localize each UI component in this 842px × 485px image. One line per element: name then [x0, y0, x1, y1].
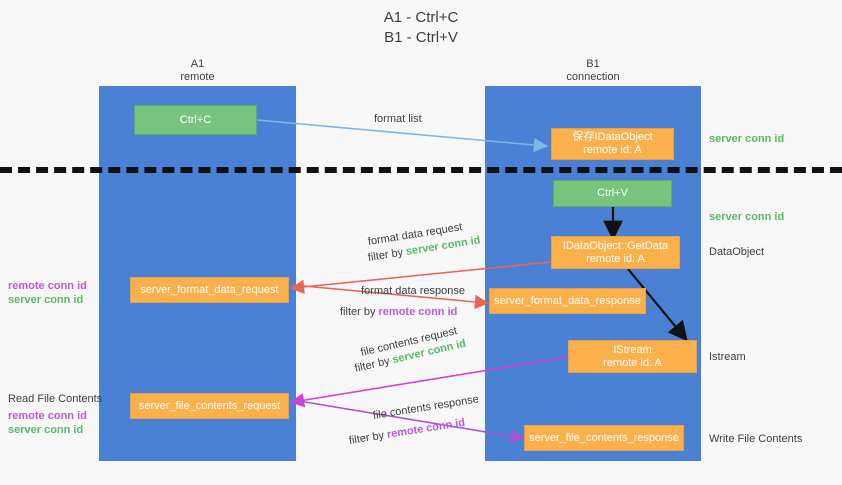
edge-label-format-response-filter-group: filter by remote conn id	[340, 305, 457, 319]
edge-label-file-request-filter-prefix: filter by	[353, 354, 394, 375]
label-write-file-contents: Write File Contents	[709, 433, 803, 445]
label-server-conn-id-top: server conn id	[709, 133, 785, 145]
edge-label-file-response-filter-prefix: filter by	[348, 429, 388, 447]
node-server-format-data-response[interactable]: server_format_data_response	[489, 288, 646, 314]
label-format-server-conn-id: server conn id	[8, 294, 84, 306]
lane-header-b1: B1 connection	[566, 58, 620, 83]
page-title: A1 - Ctrl+C B1 - Ctrl+V	[383, 9, 459, 46]
edge-label-format-list: format list	[374, 113, 422, 125]
node-server-file-contents-request[interactable]: server_file_contents_request	[130, 393, 289, 419]
node-save-idataobject[interactable]: 保存IDataObject remote id: A	[551, 128, 674, 160]
node-idataobject-getdata[interactable]: IDataObject::GetData remote id: A	[551, 236, 680, 269]
node-server-format-data-request[interactable]: server_format_data_request	[130, 277, 289, 303]
node-ctrl-c[interactable]: Ctrl+C	[134, 105, 257, 135]
node-server-file-contents-response[interactable]: server_file_contents_response	[524, 425, 684, 451]
label-dataobject: DataObject	[709, 246, 765, 258]
label-file-server-conn-id: server conn id	[8, 424, 84, 436]
edge-label-format-response-filter-prefix: filter by	[340, 306, 379, 318]
label-format-remote-conn-id: remote conn id	[8, 280, 87, 292]
edge-label-format-response-filter-key: remote conn id	[378, 306, 458, 318]
edge-label-file-response-filter-group: filter by remote conn id	[348, 416, 466, 448]
node-ctrl-v[interactable]: Ctrl+V	[553, 180, 672, 207]
node-istream[interactable]: IStream remote id: A	[568, 340, 697, 373]
label-file-remote-conn-id: remote conn id	[8, 410, 87, 422]
edge-label-file-response-filter-key: remote conn id	[386, 416, 466, 441]
edge-label-format-request-filter-prefix: filter by	[367, 246, 407, 264]
label-read-file-contents: Read File Contents	[8, 393, 103, 405]
phase-divider	[0, 167, 842, 173]
left-stack-format: remote conn id server conn id	[8, 279, 87, 307]
label-istream: Istream	[709, 351, 746, 363]
label-server-conn-id-mid: server conn id	[709, 211, 785, 223]
edge-label-format-data-response: format data response	[361, 285, 465, 297]
left-stack-file: Read File Contents remote conn id server…	[8, 392, 102, 437]
lane-header-a1: A1 remote	[180, 58, 215, 83]
